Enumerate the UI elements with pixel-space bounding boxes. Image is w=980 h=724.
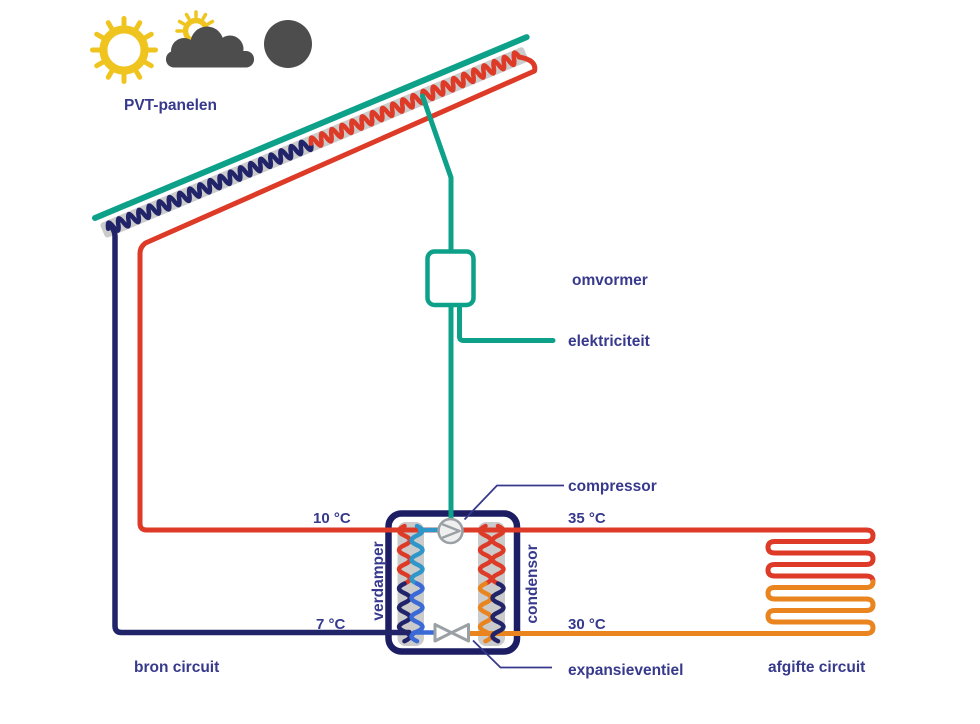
evaporator-source-coil-cold [396,581,413,644]
condenser-delivery-coil-return [477,581,494,644]
delivery-return-line [466,579,876,636]
source-circuit-label: bron circuit [134,659,219,676]
panel-coil-warm-segment [308,50,522,148]
inverter-box [425,249,476,308]
condenser-refrigerant-coil-bottom [490,581,506,644]
delivery-supply-temp: 35 °C [568,510,606,527]
evaporator-source-coil-warm [396,523,413,586]
electricity-branch-line [457,304,556,343]
compressor-label: compressor [568,478,657,495]
condenser-delivery-coil-warm [477,523,494,586]
night-icon [264,20,312,68]
panel-pv-top-line [92,34,530,221]
warm-supply-line [137,54,876,585]
evaporator-label: verdamper [370,541,387,620]
source-return-temp: 7 °C [316,616,346,633]
condenser-refrigerant-coil-top [490,523,506,586]
cloud-shape [166,26,254,68]
source-return-line [107,223,412,636]
evaporator-refrigerant-coil-top [409,523,425,586]
sun-behind-cloud-icon [166,10,254,68]
inverter-label: omvormer [572,272,648,289]
panel-to-inverter-line [420,93,454,253]
compressor-symbol [437,517,464,545]
panel-coil-cold-segment [105,139,314,233]
sun-icon [90,16,158,84]
pvt-panel [92,34,530,238]
exchanger-coils [396,523,506,644]
evaporator-refrigerant-coil-bottom [409,581,425,644]
expansion-valve-callout-line [472,639,552,669]
source-supply-temp: 10 °C [313,510,351,527]
expansion-valve-symbol [433,623,470,643]
condenser-label: condensor [524,544,541,623]
electric-lines [420,93,556,522]
delivery-circuit-label: afgifte circuit [768,659,865,676]
compressor-callout-line [463,484,564,521]
pvt-panels-label: PVT-panelen [124,97,217,114]
expansion-valve-label: expansieventiel [568,662,683,679]
delivery-return-temp: 30 °C [568,616,606,633]
electricity-label: elektriciteit [568,333,650,350]
